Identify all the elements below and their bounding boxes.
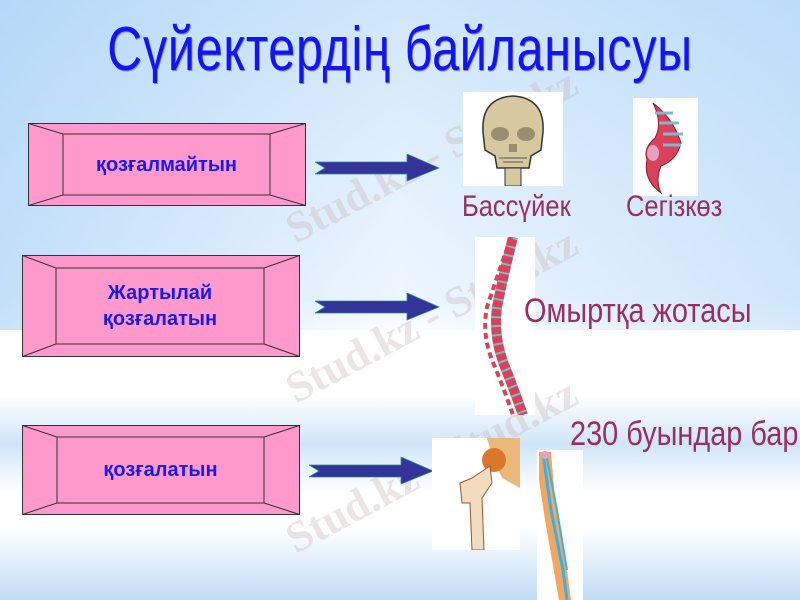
spine-image bbox=[475, 237, 535, 415]
label-skull: Бассүйек bbox=[462, 190, 571, 223]
label-spine: Омыртқа жотасы bbox=[524, 292, 752, 330]
box-movable: қозғалатын bbox=[22, 425, 300, 515]
box-label: Жартылай қозғалатын bbox=[56, 268, 264, 344]
hip-joint-image bbox=[432, 438, 520, 550]
arrow-right-icon bbox=[309, 457, 434, 485]
arrow-right-icon bbox=[315, 154, 440, 182]
box-immovable: қозғалмайтын bbox=[28, 123, 306, 206]
box-label: қозғалмайтын bbox=[96, 153, 237, 176]
box-label: қозғалатын bbox=[103, 459, 218, 481]
box-label-line1: Жартылай bbox=[107, 282, 213, 304]
box-semi-movable: Жартылай қозғалатын bbox=[22, 255, 300, 357]
box-label-line2: қозғалатын bbox=[102, 308, 218, 330]
label-sacrum: Сегізкөз bbox=[626, 190, 723, 223]
arm-joints-image bbox=[537, 450, 583, 600]
slide-title: Сүйектердің байланысуы bbox=[107, 15, 693, 84]
label-joints: 230 буындар бар bbox=[570, 415, 799, 453]
sacrum-image bbox=[633, 98, 698, 196]
skull-image bbox=[463, 92, 563, 186]
arrow-right-icon bbox=[315, 293, 440, 321]
